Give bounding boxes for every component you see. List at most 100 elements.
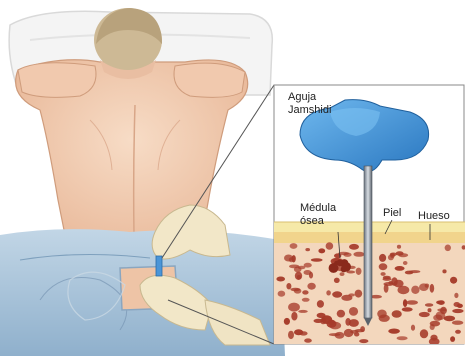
marrow-spot <box>360 326 365 332</box>
marrow-spot <box>318 248 325 253</box>
marrow-spot <box>314 319 324 323</box>
marrow-spot <box>317 313 326 318</box>
marrow-spot <box>343 253 351 257</box>
marrow-spot <box>383 276 391 279</box>
marrow-spot <box>299 331 307 335</box>
marrow-spot <box>379 254 386 262</box>
marrow-spot <box>354 332 359 336</box>
marrow-spot <box>353 252 364 257</box>
bone-label-text: Hueso <box>418 210 450 223</box>
marrow-label-line1: Médula <box>300 202 360 215</box>
marrow-spot <box>457 304 463 308</box>
marrow-spot <box>430 335 437 341</box>
marrow-spot <box>355 290 363 298</box>
marrow-cluster-spot <box>329 263 339 273</box>
marrow-spot <box>326 242 334 249</box>
marrow-spot <box>289 265 299 269</box>
marrow-spot <box>288 331 294 339</box>
marrow-spot <box>388 329 400 334</box>
marrow-spot <box>381 272 386 276</box>
marrow-spot <box>332 291 342 297</box>
marrow-spot <box>388 255 394 261</box>
marrow-spot <box>397 336 408 340</box>
marrow-spot <box>397 245 401 249</box>
marrow-spot <box>436 311 446 320</box>
marrow-spot <box>430 321 440 327</box>
marrow-spot <box>349 307 358 316</box>
marrow-spot <box>290 243 298 249</box>
marrow-spot <box>391 277 397 286</box>
bone-label: Hueso <box>418 210 450 223</box>
marrow-spot <box>430 284 435 293</box>
marrow-spot <box>359 339 368 343</box>
marrow-spot <box>444 316 455 322</box>
marrow-spot <box>450 277 457 284</box>
marrow-spot <box>379 263 388 270</box>
marrow-spot <box>411 286 419 294</box>
skin-label-text: Piel <box>383 207 401 220</box>
marrow-spot <box>311 258 323 261</box>
marrow-spot <box>445 245 451 252</box>
marrow-spot <box>307 283 315 290</box>
marrow-spot <box>304 338 312 342</box>
marrow-spot <box>419 283 429 291</box>
marrow-spot <box>403 261 408 265</box>
marrow-spot <box>326 290 331 295</box>
marrow-spot <box>317 300 324 308</box>
marrow-label-line2: ósea <box>300 215 360 228</box>
marrow-spot <box>395 266 405 271</box>
marrow-label: Médula ósea <box>300 202 360 228</box>
marrow-spot <box>406 300 418 305</box>
marrow-spot <box>356 268 362 275</box>
marrow-spot <box>295 272 302 280</box>
marrow-spot <box>348 293 355 296</box>
needle-label-line1: Aguja <box>288 91 358 104</box>
patient-head <box>94 8 162 79</box>
marrow-spot <box>340 272 345 276</box>
marrow-spot <box>329 333 341 336</box>
marrow-spot <box>302 290 308 294</box>
marrow-spot <box>425 303 433 306</box>
marrow-spot <box>344 329 354 337</box>
marrow-spot <box>284 255 293 262</box>
marrow-spot <box>379 315 390 322</box>
marrow-spot <box>337 310 345 318</box>
jamshidi-needle-shaft <box>364 166 372 318</box>
marrow-spot <box>278 291 286 297</box>
marrow-spot <box>398 253 408 257</box>
marrow-spot <box>286 283 291 289</box>
needle-label-line2: Jamshidi <box>288 104 358 117</box>
marrow-spot <box>349 244 359 250</box>
marrow-spot <box>327 320 337 328</box>
marrow-spot <box>298 310 308 313</box>
marrow-spot <box>437 308 447 311</box>
marrow-spot <box>454 293 458 298</box>
marrow-spot <box>442 269 446 273</box>
marrow-spot <box>304 270 312 275</box>
marrow-spot <box>334 278 340 283</box>
marrow-spot <box>294 288 302 293</box>
marrow-spot <box>411 325 415 331</box>
needle-label: Aguja Jamshidi <box>288 91 358 117</box>
marrow-spot <box>291 312 297 321</box>
marrow-spot <box>402 307 413 311</box>
skin-label: Piel <box>383 207 401 220</box>
marrow-spot <box>276 277 285 282</box>
marrow-spot <box>428 308 432 312</box>
marrow-spot <box>403 299 407 307</box>
marrow-spot <box>450 336 455 342</box>
marrow-spot <box>302 298 310 302</box>
marrow-spot <box>305 248 310 251</box>
marrow-spot <box>304 263 312 268</box>
marrow-spot <box>452 321 463 325</box>
marrow-spot <box>420 329 428 338</box>
marrow-spot <box>436 301 444 305</box>
marrow-spot <box>284 318 290 325</box>
marrow-spot <box>455 330 461 334</box>
marrow-spot <box>349 319 359 327</box>
marrow-cluster-spot <box>341 262 351 272</box>
marrow-spot <box>288 303 300 312</box>
marrow-spot <box>452 309 463 313</box>
